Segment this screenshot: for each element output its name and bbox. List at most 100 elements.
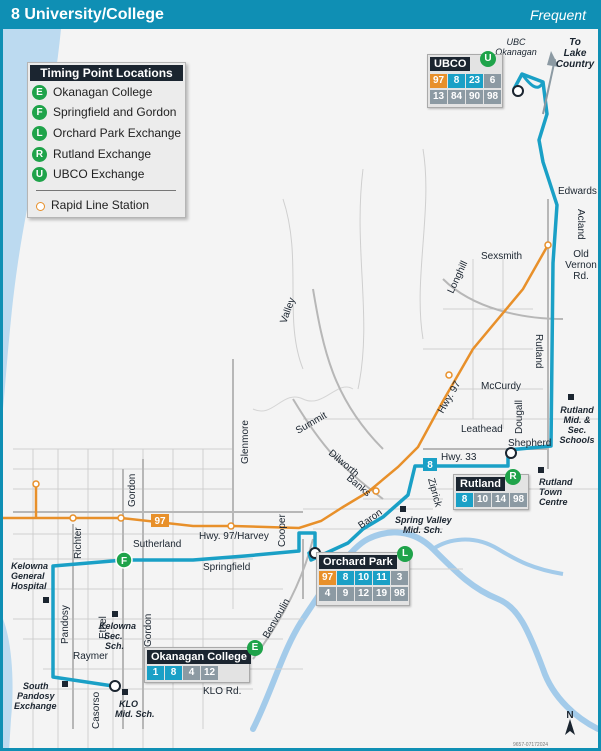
route-badge[interactable]: 97 [430, 74, 447, 88]
label-shepherd: Shepherd [508, 438, 551, 449]
route-badge[interactable]: 12 [355, 587, 372, 601]
timing-r-icon: R [32, 147, 47, 162]
timing-e-badge: E [247, 640, 263, 656]
mill-creek [250, 529, 598, 732]
route-title: 8 University/College [11, 6, 164, 23]
route-badge[interactable]: 19 [373, 587, 390, 601]
header-bar: 8 University/College Frequent [3, 3, 598, 29]
route-badge[interactable]: 14 [492, 493, 509, 507]
okanagan-lake-south [3, 619, 13, 748]
label-klo-1: KLO [119, 699, 138, 709]
place-markers [43, 394, 574, 695]
label-lake-3: Country [556, 59, 595, 70]
label-southpandosy-1: South [23, 681, 49, 691]
route-badge[interactable]: 4 [319, 587, 336, 601]
label-summit: Summit [294, 410, 329, 437]
route-badge[interactable]: 9 [337, 587, 354, 601]
timing-box-orchard[interactable]: Orchard Park 97 8 10 11 3 4 9 12 19 98 [316, 552, 410, 606]
legend-title: Timing Point Locations [30, 65, 183, 81]
timing-box-rutland[interactable]: Rutland 8 10 14 98 [453, 474, 529, 510]
label-edwards: Edwards [558, 186, 597, 197]
label-kgh-1: Kelowna [11, 561, 48, 571]
route-badge[interactable]: 84 [448, 90, 465, 104]
route-badge[interactable]: 23 [466, 74, 483, 88]
label-acland: Acland [575, 209, 586, 240]
route-badge[interactable]: 97 [319, 571, 336, 585]
route-8-line[interactable] [51, 72, 559, 688]
springfield-flag-circle [115, 551, 133, 569]
label-southpandosy-3: Exchange [14, 701, 57, 711]
route-badge[interactable]: 8 [456, 493, 473, 507]
legend-label: UBCO Exchange [53, 167, 145, 181]
label-ethel: Ethel [98, 616, 109, 639]
route-badge[interactable]: 8 [337, 571, 354, 585]
timing-e-icon: E [32, 85, 47, 100]
route-8-shield: 8 [427, 460, 433, 471]
route-badge[interactable]: 11 [373, 571, 390, 585]
label-leathead: Leathead [461, 424, 503, 435]
label-southpandosy-2: Pandosy [17, 691, 56, 701]
route-badge[interactable]: 98 [391, 587, 408, 601]
route-badge[interactable]: 3 [391, 571, 408, 585]
route-8-loop [520, 73, 545, 89]
route-97-shield: 97 [154, 516, 166, 527]
label-banks: Banks [344, 473, 372, 499]
label-rschool-3: Sec. [568, 425, 587, 435]
label-rcentre-3: Centre [539, 497, 568, 507]
lake-country-arrow[interactable] [542, 58, 556, 115]
legend-rapid-label: Rapid Line Station [51, 198, 150, 212]
label-kss-2: Sec. [104, 631, 123, 641]
route-badge[interactable]: 10 [355, 571, 372, 585]
timing-name: Rutland [456, 477, 505, 491]
timing-l-icon: L [32, 126, 47, 141]
legend-label: Springfield and Gordon [53, 105, 177, 119]
timing-u-badge: U [480, 51, 496, 67]
route-badge[interactable]: 13 [430, 90, 447, 104]
route-badge[interactable]: 4 [183, 666, 200, 680]
route-8-shield-box [423, 458, 437, 471]
label-springvalley-1: Spring Valley [395, 515, 453, 525]
route-badge[interactable]: 12 [201, 666, 218, 680]
route-badge[interactable]: 98 [484, 90, 501, 104]
label-richter: Richter [73, 527, 84, 559]
label-ubc-1: UBC [506, 37, 526, 47]
frequency-label: Frequent [529, 7, 586, 23]
legend-label: Rutland Exchange [53, 147, 152, 161]
timing-u-icon: U [32, 167, 47, 182]
label-kgh-3: Hospital [11, 581, 47, 591]
label-gordon-n: Gordon [127, 474, 138, 507]
route-badge[interactable]: 10 [474, 493, 491, 507]
label-valley: Valley [278, 296, 297, 325]
timing-r-badge: R [505, 469, 521, 485]
label-rcentre-2: Town [539, 487, 563, 497]
route-badge[interactable]: 98 [510, 493, 527, 507]
label-hwy97harvey: Hwy. 97/Harvey [199, 531, 269, 542]
route-97-line [3, 244, 550, 530]
label-ubc-2: Okanagan [495, 47, 537, 57]
label-rschool-1: Rutland [560, 405, 594, 415]
label-springvalley-2: Mid. Sch. [403, 525, 443, 535]
route-badge[interactable]: 6 [484, 74, 501, 88]
route-badge[interactable]: 90 [466, 90, 483, 104]
label-cooper: Cooper [277, 514, 288, 547]
route-badge[interactable]: 8 [165, 666, 182, 680]
label-dougall: Dougall [514, 400, 525, 434]
main-roads [13, 199, 564, 729]
timing-name: UBCO [430, 57, 471, 71]
label-sutherland: Sutherland [133, 539, 181, 550]
timing-box-okanagan[interactable]: Okanagan College 1 8 4 12 [144, 647, 251, 683]
route-map[interactable]: 97 8 F UBC Okanagan To Lake Country Edwa… [3, 29, 598, 751]
label-rcentre-1: Rutland [539, 477, 573, 487]
label-kgh-2: General [11, 571, 45, 581]
route-badge[interactable]: 8 [448, 74, 465, 88]
timing-box-ubco[interactable]: UBCO 97 8 23 6 13 84 90 98 [427, 54, 503, 108]
label-klo-2: Mid. Sch. [115, 709, 155, 719]
north-label: N [566, 710, 573, 721]
label-oldvernon-3: Rd. [573, 271, 589, 282]
legend-label: Okanagan College [53, 85, 153, 99]
north-arrow-icon [565, 719, 575, 735]
timing-name: Okanagan College [147, 650, 251, 664]
route-badge[interactable]: 1 [147, 666, 164, 680]
legend-label: Orchard Park Exchange [53, 126, 182, 140]
